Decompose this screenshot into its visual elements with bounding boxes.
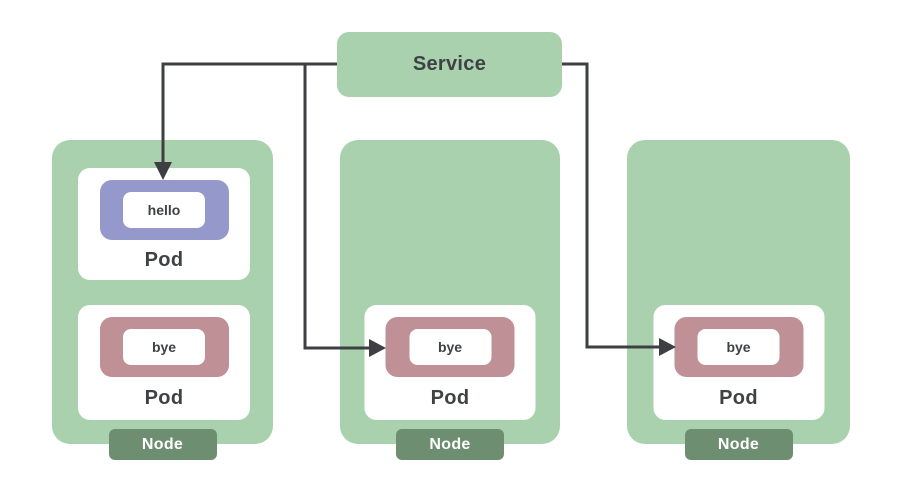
service-box: Service <box>337 32 562 97</box>
node-2-box: bye Pod Node <box>340 140 560 460</box>
node-2-badge: Node <box>396 429 504 460</box>
node-3-box: bye Pod Node <box>627 140 850 460</box>
bye-container-box: bye <box>385 317 515 377</box>
node-1-badge: Node <box>108 429 217 460</box>
node-1-box: hello Pod bye Pod Node <box>52 140 273 460</box>
bye-container-label: bye <box>437 339 463 355</box>
node-1-pod-bye: bye Pod <box>78 305 250 420</box>
service-label: Service <box>412 53 487 75</box>
pod-label: Pod <box>719 387 758 409</box>
bye-container-box: bye <box>674 317 803 377</box>
node-badge-label: Node <box>717 435 760 453</box>
pod-label: Pod <box>144 248 184 271</box>
node-3-badge: Node <box>684 429 793 460</box>
bye-container-inner: bye <box>697 329 780 365</box>
hello-container-inner: hello <box>123 192 205 228</box>
hello-container-box: hello <box>99 180 229 240</box>
node-1-pod-hello: hello Pod <box>78 168 250 280</box>
node-3-pod-bye: bye Pod <box>653 305 824 420</box>
bye-container-box: bye <box>99 317 229 377</box>
bye-container-inner: bye <box>409 329 491 365</box>
node-2-pod-bye: bye Pod <box>364 305 536 420</box>
bye-container-inner: bye <box>123 329 205 365</box>
pod-label: Pod <box>430 387 470 409</box>
pod-label: Pod <box>144 387 184 409</box>
node-badge-label: Node <box>429 435 471 453</box>
bye-container-label: bye <box>726 339 751 355</box>
node-badge-label: Node <box>141 435 184 453</box>
bye-container-label: bye <box>151 339 177 355</box>
hello-container-label: hello <box>147 202 181 218</box>
